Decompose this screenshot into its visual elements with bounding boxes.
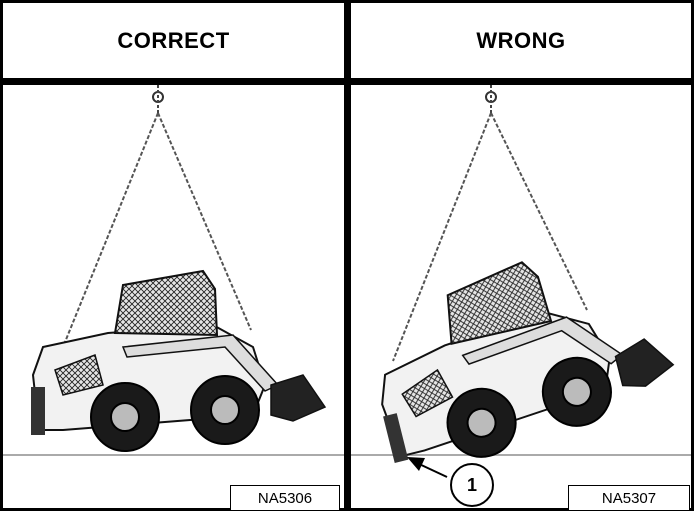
callout-arrowhead [407,457,425,471]
panel-correct [3,85,344,508]
callout-number: 1 [450,463,494,507]
skid-steer-loader [31,271,325,451]
panel-wrong [351,85,691,508]
header-correct: CORRECT [3,3,344,78]
correct-lift-illustration [3,85,344,508]
skid-steer-loader [355,233,684,479]
header-wrong: WRONG [351,3,691,78]
wrong-lift-illustration [351,85,691,508]
figure-code-left: NA5306 [230,485,340,511]
panel-divider [344,0,351,511]
figure-code-right: NA5307 [568,485,690,511]
